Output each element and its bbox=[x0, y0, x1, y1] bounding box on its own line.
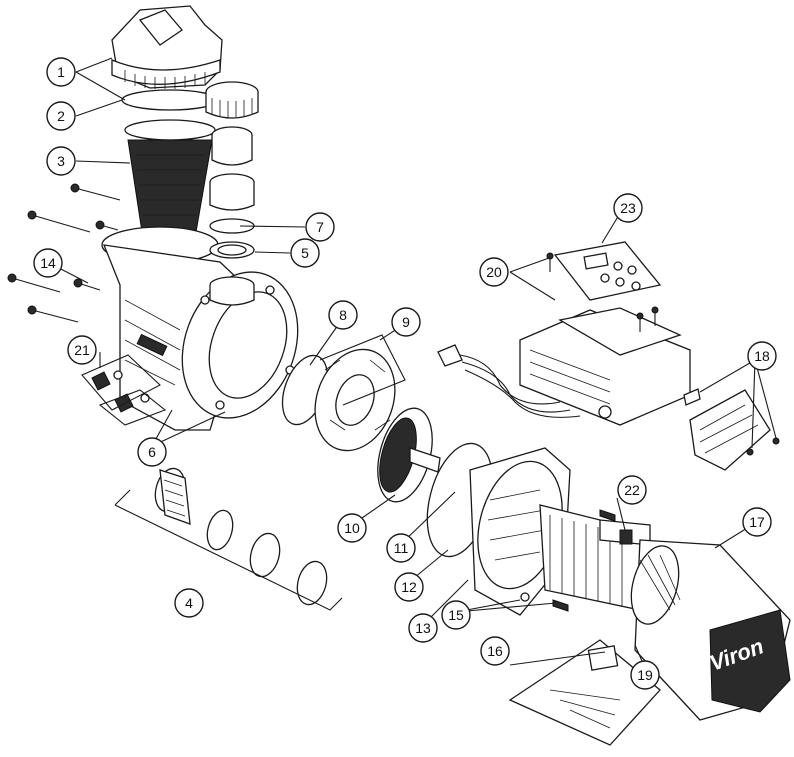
callout-8: 8 bbox=[328, 300, 358, 330]
svg-text:7: 7 bbox=[316, 219, 324, 235]
callout-11: 11 bbox=[386, 533, 416, 563]
svg-text:18: 18 bbox=[754, 348, 770, 364]
controller-screws bbox=[546, 252, 659, 332]
callout-7: 7 bbox=[305, 212, 335, 242]
fan-cover: Viron bbox=[630, 539, 791, 721]
diffuser-ring bbox=[281, 334, 406, 452]
svg-text:2: 2 bbox=[57, 108, 65, 124]
callout-4: 4 bbox=[174, 588, 204, 618]
strainer-basket bbox=[124, 119, 216, 233]
lid-o-ring bbox=[121, 89, 219, 111]
svg-text:12: 12 bbox=[401, 579, 417, 595]
svg-text:17: 17 bbox=[749, 514, 765, 530]
callout-21: 21 bbox=[67, 335, 97, 365]
svg-text:4: 4 bbox=[185, 595, 193, 611]
controller-housing bbox=[519, 307, 691, 426]
svg-text:8: 8 bbox=[339, 307, 347, 323]
svg-text:14: 14 bbox=[40, 255, 56, 271]
svg-text:3: 3 bbox=[57, 153, 65, 169]
svg-text:19: 19 bbox=[637, 667, 653, 683]
callout-2: 2 bbox=[46, 101, 76, 131]
svg-text:16: 16 bbox=[487, 643, 503, 659]
strainer-lid bbox=[111, 5, 223, 89]
terminal-cover bbox=[683, 388, 780, 471]
svg-text:15: 15 bbox=[448, 607, 464, 623]
svg-text:22: 22 bbox=[624, 482, 640, 498]
callout-13: 13 bbox=[408, 613, 438, 643]
union-kit bbox=[114, 467, 343, 611]
pump-base bbox=[508, 639, 661, 746]
keypad-overlay bbox=[553, 241, 662, 301]
motor-body bbox=[539, 504, 651, 611]
callout-19: 19 bbox=[630, 660, 660, 690]
callout-1: 1 bbox=[46, 57, 76, 87]
svg-text:23: 23 bbox=[620, 200, 636, 216]
callout-15: 15 bbox=[441, 600, 471, 630]
callout-6: 6 bbox=[137, 437, 167, 467]
callout-16: 16 bbox=[480, 636, 510, 666]
svg-text:21: 21 bbox=[74, 342, 90, 358]
callout-23: 23 bbox=[613, 193, 643, 223]
callout-22: 22 bbox=[617, 475, 647, 505]
impeller bbox=[377, 407, 441, 503]
svg-text:20: 20 bbox=[486, 264, 502, 280]
power-cable bbox=[437, 344, 581, 418]
bracket-screws bbox=[520, 509, 616, 612]
svg-text:6: 6 bbox=[148, 444, 156, 460]
housing-bolts bbox=[7, 183, 121, 323]
callout-3: 3 bbox=[46, 146, 76, 176]
tail-piece-top bbox=[209, 126, 255, 306]
callout-12: 12 bbox=[394, 572, 424, 602]
svg-text:1: 1 bbox=[57, 64, 65, 80]
callout-5: 5 bbox=[290, 238, 320, 268]
callout-18: 18 bbox=[747, 341, 777, 371]
callout-10: 10 bbox=[337, 513, 367, 543]
callout-17: 17 bbox=[742, 507, 772, 537]
svg-text:5: 5 bbox=[301, 245, 309, 261]
callout-14: 14 bbox=[33, 248, 63, 278]
callout-20: 20 bbox=[479, 257, 509, 287]
callout-9: 9 bbox=[391, 307, 421, 337]
svg-text:9: 9 bbox=[402, 314, 410, 330]
svg-text:13: 13 bbox=[415, 620, 431, 636]
union-nut-top bbox=[205, 81, 259, 119]
svg-text:11: 11 bbox=[394, 540, 409, 556]
svg-text:10: 10 bbox=[344, 520, 360, 536]
drain-plugs bbox=[81, 354, 167, 426]
